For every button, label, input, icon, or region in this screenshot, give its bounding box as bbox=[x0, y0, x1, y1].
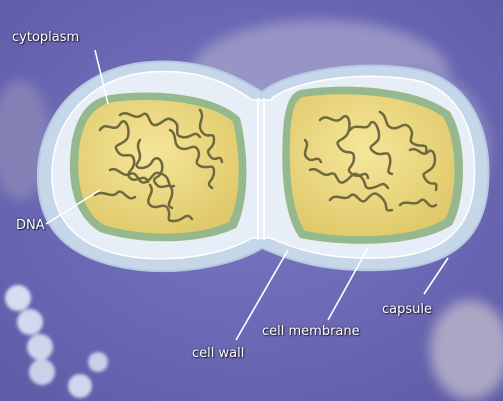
cytoplasm-right bbox=[290, 94, 455, 236]
cell-wall-label: cell wall bbox=[192, 346, 244, 361]
dna-label: DNA bbox=[16, 218, 45, 233]
capsule-label: capsule bbox=[382, 302, 432, 317]
cell-membrane-label: cell membrane bbox=[262, 324, 360, 339]
cytoplasm-left bbox=[78, 100, 238, 234]
cytoplasm-label: cytoplasm bbox=[12, 30, 79, 45]
